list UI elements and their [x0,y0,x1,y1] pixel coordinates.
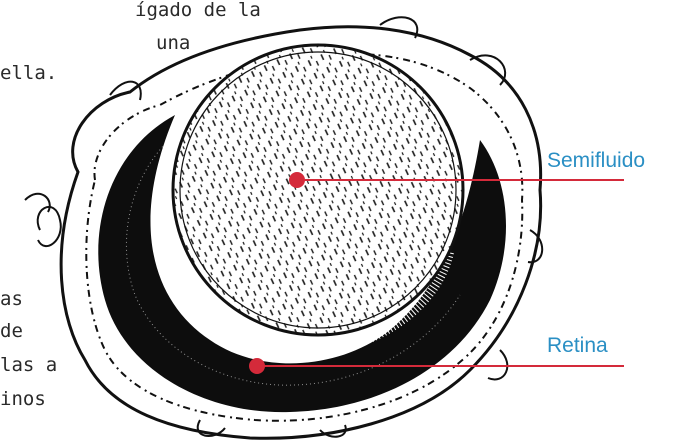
pointer-dot-retina [249,358,265,374]
vitreous-body [173,45,463,335]
pointer-dot-semifluid [289,172,305,188]
label-semifluido: Semifluido [547,150,645,171]
label-retina: Retina [547,335,608,356]
